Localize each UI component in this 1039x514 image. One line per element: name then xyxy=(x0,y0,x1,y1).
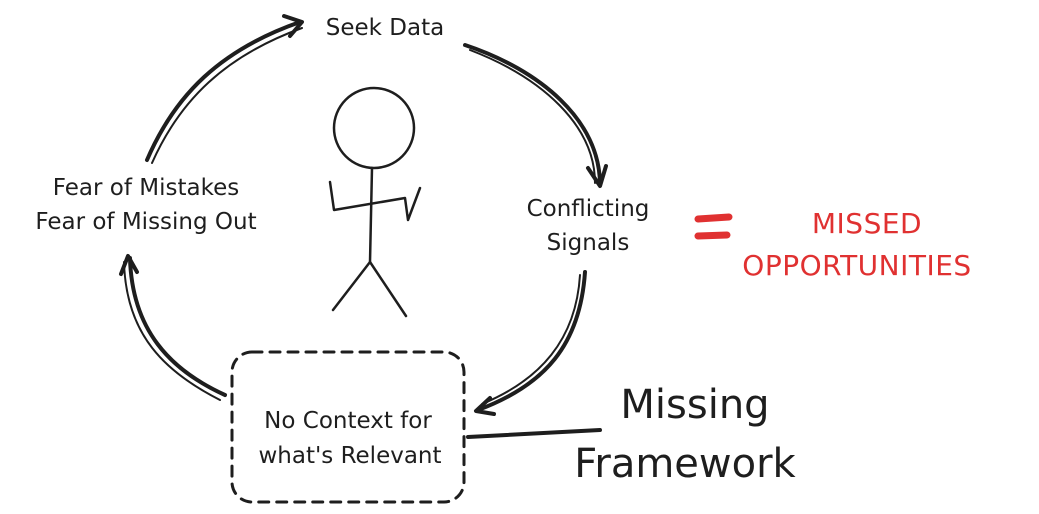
equals-sign xyxy=(694,213,733,240)
figure-legs xyxy=(331,260,408,318)
missing-framework-line2: Framework xyxy=(574,441,796,487)
missed-opportunities-line2: OPPORTUNITIES xyxy=(742,249,971,282)
missed-opportunities-line1: MISSED xyxy=(812,207,922,240)
conflicting-label-line1: Conflicting xyxy=(527,196,650,222)
figure-arms xyxy=(328,180,422,222)
missing-framework-line1: Missing xyxy=(620,382,769,428)
stick-figure xyxy=(328,86,422,318)
arrow-fear-to-seek xyxy=(145,14,304,164)
arrow-context-to-fear xyxy=(119,254,227,401)
conflicting-label-line2: Signals xyxy=(547,230,630,256)
figure-torso xyxy=(368,166,374,264)
context-label-line1: No Context for xyxy=(264,408,432,434)
arrow-conflicting-to-context xyxy=(474,270,587,416)
context-box xyxy=(230,350,466,504)
fear-label-line1: Fear of Mistakes xyxy=(53,175,239,201)
framework-connector xyxy=(466,428,602,439)
fear-label-line2: Fear of Missing Out xyxy=(35,209,256,235)
context-label-line2: what's Relevant xyxy=(258,443,441,469)
seek-data-label: Seek Data xyxy=(326,15,444,41)
arrow-seek-to-conflicting xyxy=(463,43,608,188)
figure-head xyxy=(332,86,416,170)
